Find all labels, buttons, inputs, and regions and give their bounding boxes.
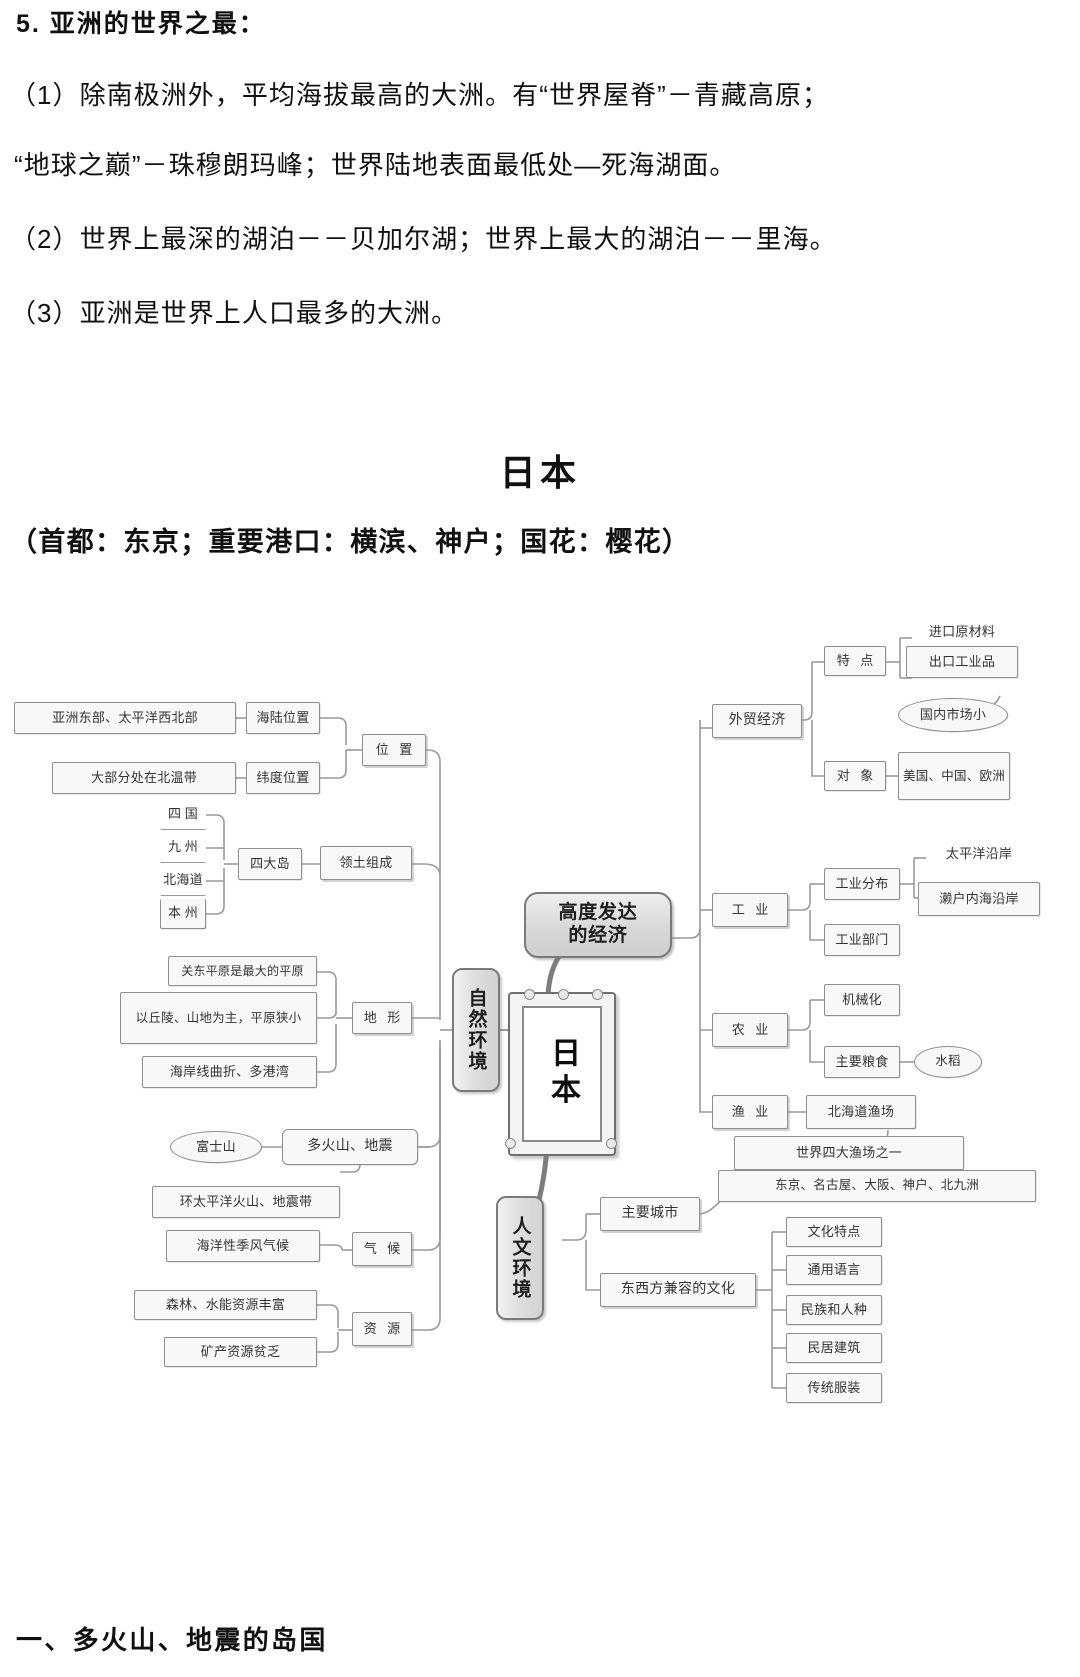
node-latitude-position-detail: 大部分处在北温带 <box>52 762 236 794</box>
node-traditional-clothing: 传统服装 <box>786 1373 882 1403</box>
branch-developed-economy-line1: 高度发达 <box>558 902 638 924</box>
node-forest-hydro: 森林、水能资源丰富 <box>134 1290 317 1320</box>
footer-heading: 一、多火山、地震的岛国 <box>16 1625 328 1655</box>
mindmap-diagram: 亚洲东部、太平洋西北部 大部分处在北温带 海陆位置 纬度位置 位 置 四 国 九… <box>0 600 1080 1403</box>
page-subtitle: （首都：东京；重要港口：横滨、神户；国花：樱花） <box>10 527 691 557</box>
notes-item-4: （3）亚洲是世界上人口最多的大洲。 <box>10 298 459 328</box>
mindmap-connectors <box>206 637 1001 1389</box>
clip-icon-bottom-right <box>606 1138 617 1149</box>
center-node-japan: 日本 <box>522 1006 602 1142</box>
node-foreign-trade-economy: 外贸经济 <box>712 704 802 738</box>
clip-icon-bottom-left <box>505 1138 516 1149</box>
branch-developed-economy: 高度发达 的经济 <box>524 892 672 958</box>
node-east-west-culture: 东西方兼容的文化 <box>600 1273 756 1307</box>
node-coastline: 海岸线曲折、多港湾 <box>142 1056 317 1088</box>
branch-developed-economy-line2: 的经济 <box>568 925 628 946</box>
node-volcano-earthquake: 多火山、地震 <box>282 1129 418 1165</box>
node-industry: 工 业 <box>712 893 788 927</box>
node-island-kyushu: 九 州 <box>160 833 206 863</box>
node-climate: 气 候 <box>352 1232 412 1266</box>
node-main-cities: 主要城市 <box>600 1197 700 1231</box>
node-agriculture: 农 业 <box>712 1013 788 1047</box>
clip-icon-top-center <box>558 989 569 1000</box>
notes-item-3: （2）世界上最深的湖泊－－贝加尔湖；世界上最大的湖泊－－里海。 <box>10 224 837 254</box>
node-culture-feature: 文化特点 <box>786 1217 882 1247</box>
node-small-domestic-market: 国内市场小 <box>898 698 1008 732</box>
node-sea-land-position-detail: 亚洲东部、太平洋西北部 <box>14 702 236 734</box>
node-mount-fuji: 富士山 <box>170 1131 262 1163</box>
node-setouchi-coast: 濑户内海沿岸 <box>918 882 1040 916</box>
notes-heading: 5. 亚洲的世界之最： <box>16 10 266 38</box>
node-industry-distribution: 工业分布 <box>824 868 900 900</box>
node-pacific-coast: 太平洋沿岸 <box>945 845 1013 861</box>
node-island-honshu: 本 州 <box>160 899 206 929</box>
node-island-hokkaido: 北海道 <box>160 866 206 896</box>
node-trade-partners-detail: 美国、中国、欧洲 <box>898 752 1010 800</box>
node-mineral-poor: 矿产资源贫乏 <box>164 1337 317 1367</box>
notes-item-1: （1）除南极洲外，平均海拔最高的大洲。有“世界屋脊”－青藏高原； <box>10 80 830 110</box>
node-climate-detail: 海洋性季风气候 <box>166 1230 320 1262</box>
node-main-cities-detail: 东京、名古屋、大阪、神户、北九洲 <box>718 1170 1036 1202</box>
notes-item-2: “地球之巅”－珠穆朗玛峰；世界陆地表面最低处—死海湖面。 <box>14 150 737 180</box>
clip-icon-top-left <box>524 989 535 1000</box>
clip-icon-top-right <box>592 989 603 1000</box>
node-resources: 资 源 <box>352 1312 412 1346</box>
node-export-industrial-goods: 出口工业品 <box>906 646 1018 678</box>
branch-human-environment: 人文环境 <box>496 1196 544 1320</box>
node-ethnicity-race: 民族和人种 <box>786 1295 882 1325</box>
node-rice: 水稻 <box>914 1046 982 1078</box>
node-residential-architecture: 民居建筑 <box>786 1333 882 1363</box>
node-import-materials: 进口原材料 <box>928 623 996 639</box>
node-island-shikoku: 四 国 <box>160 800 206 830</box>
node-landform: 地 形 <box>352 1002 412 1034</box>
node-latitude-position: 纬度位置 <box>246 762 320 794</box>
node-trade-feature: 特 点 <box>824 646 886 676</box>
node-pacific-ring: 环太平洋火山、地震带 <box>152 1186 340 1218</box>
node-kanto-plain: 关东平原是最大的平原 <box>168 956 317 986</box>
node-mechanization: 机械化 <box>824 984 900 1016</box>
node-industry-sectors: 工业部门 <box>824 924 900 956</box>
node-common-language: 通用语言 <box>786 1255 882 1285</box>
node-hills-mountains: 以丘陵、山地为主，平原狭小 <box>120 992 317 1044</box>
node-four-islands: 四大岛 <box>238 848 302 880</box>
node-fishery: 渔 业 <box>712 1095 788 1129</box>
node-hokkaido-fishing-ground: 北海道渔场 <box>806 1095 916 1129</box>
node-sea-land-position: 海陆位置 <box>246 702 320 734</box>
page-title: 日本 <box>499 452 581 493</box>
branch-natural-environment: 自然环境 <box>452 968 500 1092</box>
node-location: 位 置 <box>362 734 426 766</box>
node-territory: 领土组成 <box>320 846 412 880</box>
node-staple-food: 主要粮食 <box>824 1046 900 1078</box>
node-trade-partners: 对 象 <box>824 761 886 791</box>
node-world-four-fishing-grounds: 世界四大渔场之一 <box>734 1136 964 1170</box>
